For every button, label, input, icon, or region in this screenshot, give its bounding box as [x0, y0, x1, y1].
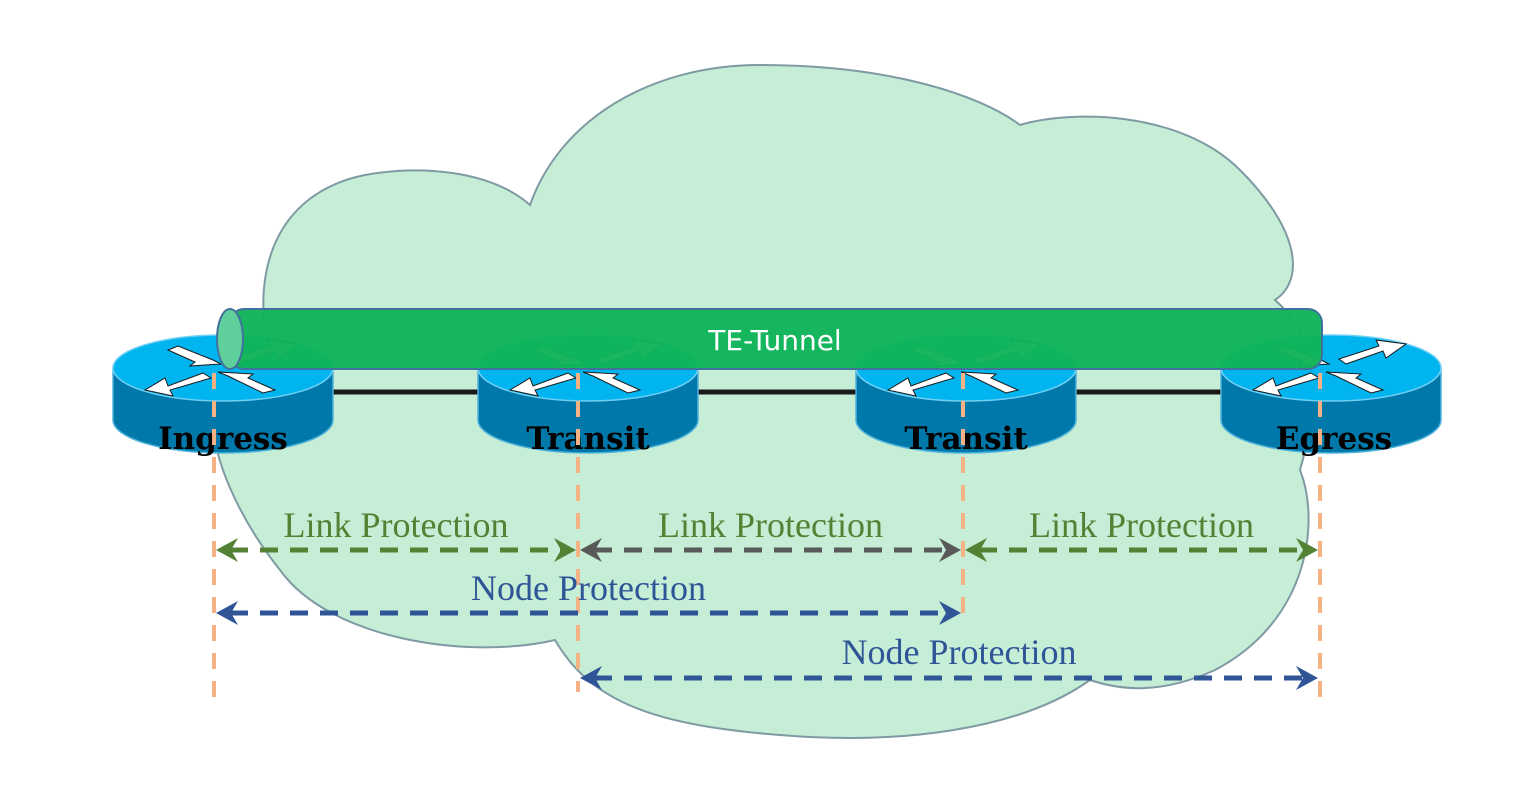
arrowhead-left: [965, 538, 987, 562]
node-label-transit2: Transit: [904, 421, 1028, 457]
link-protection-1: Link Protection: [580, 505, 961, 562]
node-protection-3: Node Protection: [216, 568, 961, 625]
arrow-glyph: [217, 371, 277, 394]
arrow-glyph: [582, 371, 642, 394]
tunnel-label: TE-Tunnel: [707, 324, 841, 357]
arrowhead-right: [939, 601, 961, 625]
arrow-glyph: [1251, 372, 1321, 397]
protection-label: Link Protection: [1029, 505, 1254, 545]
link-protection-0: Link Protection: [216, 505, 576, 562]
node-label-egress: Egress: [1276, 421, 1392, 457]
arrowhead-right: [554, 538, 576, 562]
node-label-ingress: Ingress: [158, 421, 288, 457]
arrow-glyph: [1325, 371, 1385, 394]
arrowhead-right: [1296, 666, 1318, 690]
guide-lines-layer: [212, 373, 1322, 705]
arrowhead-left: [580, 538, 602, 562]
arrow-glyph: [508, 372, 578, 397]
protection-label: Link Protection: [284, 505, 509, 545]
protection-label: Node Protection: [842, 632, 1077, 672]
node-label-transit1: Transit: [526, 421, 650, 457]
arrowhead-right: [939, 538, 961, 562]
arrow-glyph: [166, 345, 223, 367]
tunnel-opening: [216, 308, 244, 370]
link-protection-2: Link Protection: [965, 505, 1318, 562]
te-tunnel: TE-Tunnel: [216, 308, 1323, 370]
node-protection-4: Node Protection: [580, 632, 1318, 690]
arrow-glyph: [960, 371, 1020, 394]
protections-layer: Link Protection Link Protection Link Prote…: [216, 505, 1318, 690]
protection-label: Link Protection: [658, 505, 883, 545]
network-cloud: [209, 63, 1314, 739]
arrowhead-right: [1296, 538, 1318, 562]
arrow-glyph: [143, 372, 213, 397]
arrowhead-left: [216, 538, 238, 562]
router-egress: [1220, 334, 1442, 454]
node-labels-layer: Ingress Transit Transit Egress: [158, 421, 1392, 457]
arrow-glyph: [1337, 339, 1408, 365]
protection-label: Node Protection: [471, 568, 706, 608]
arrowhead-left: [216, 601, 238, 625]
arrowhead-left: [580, 666, 602, 690]
arrow-glyph: [886, 372, 956, 397]
